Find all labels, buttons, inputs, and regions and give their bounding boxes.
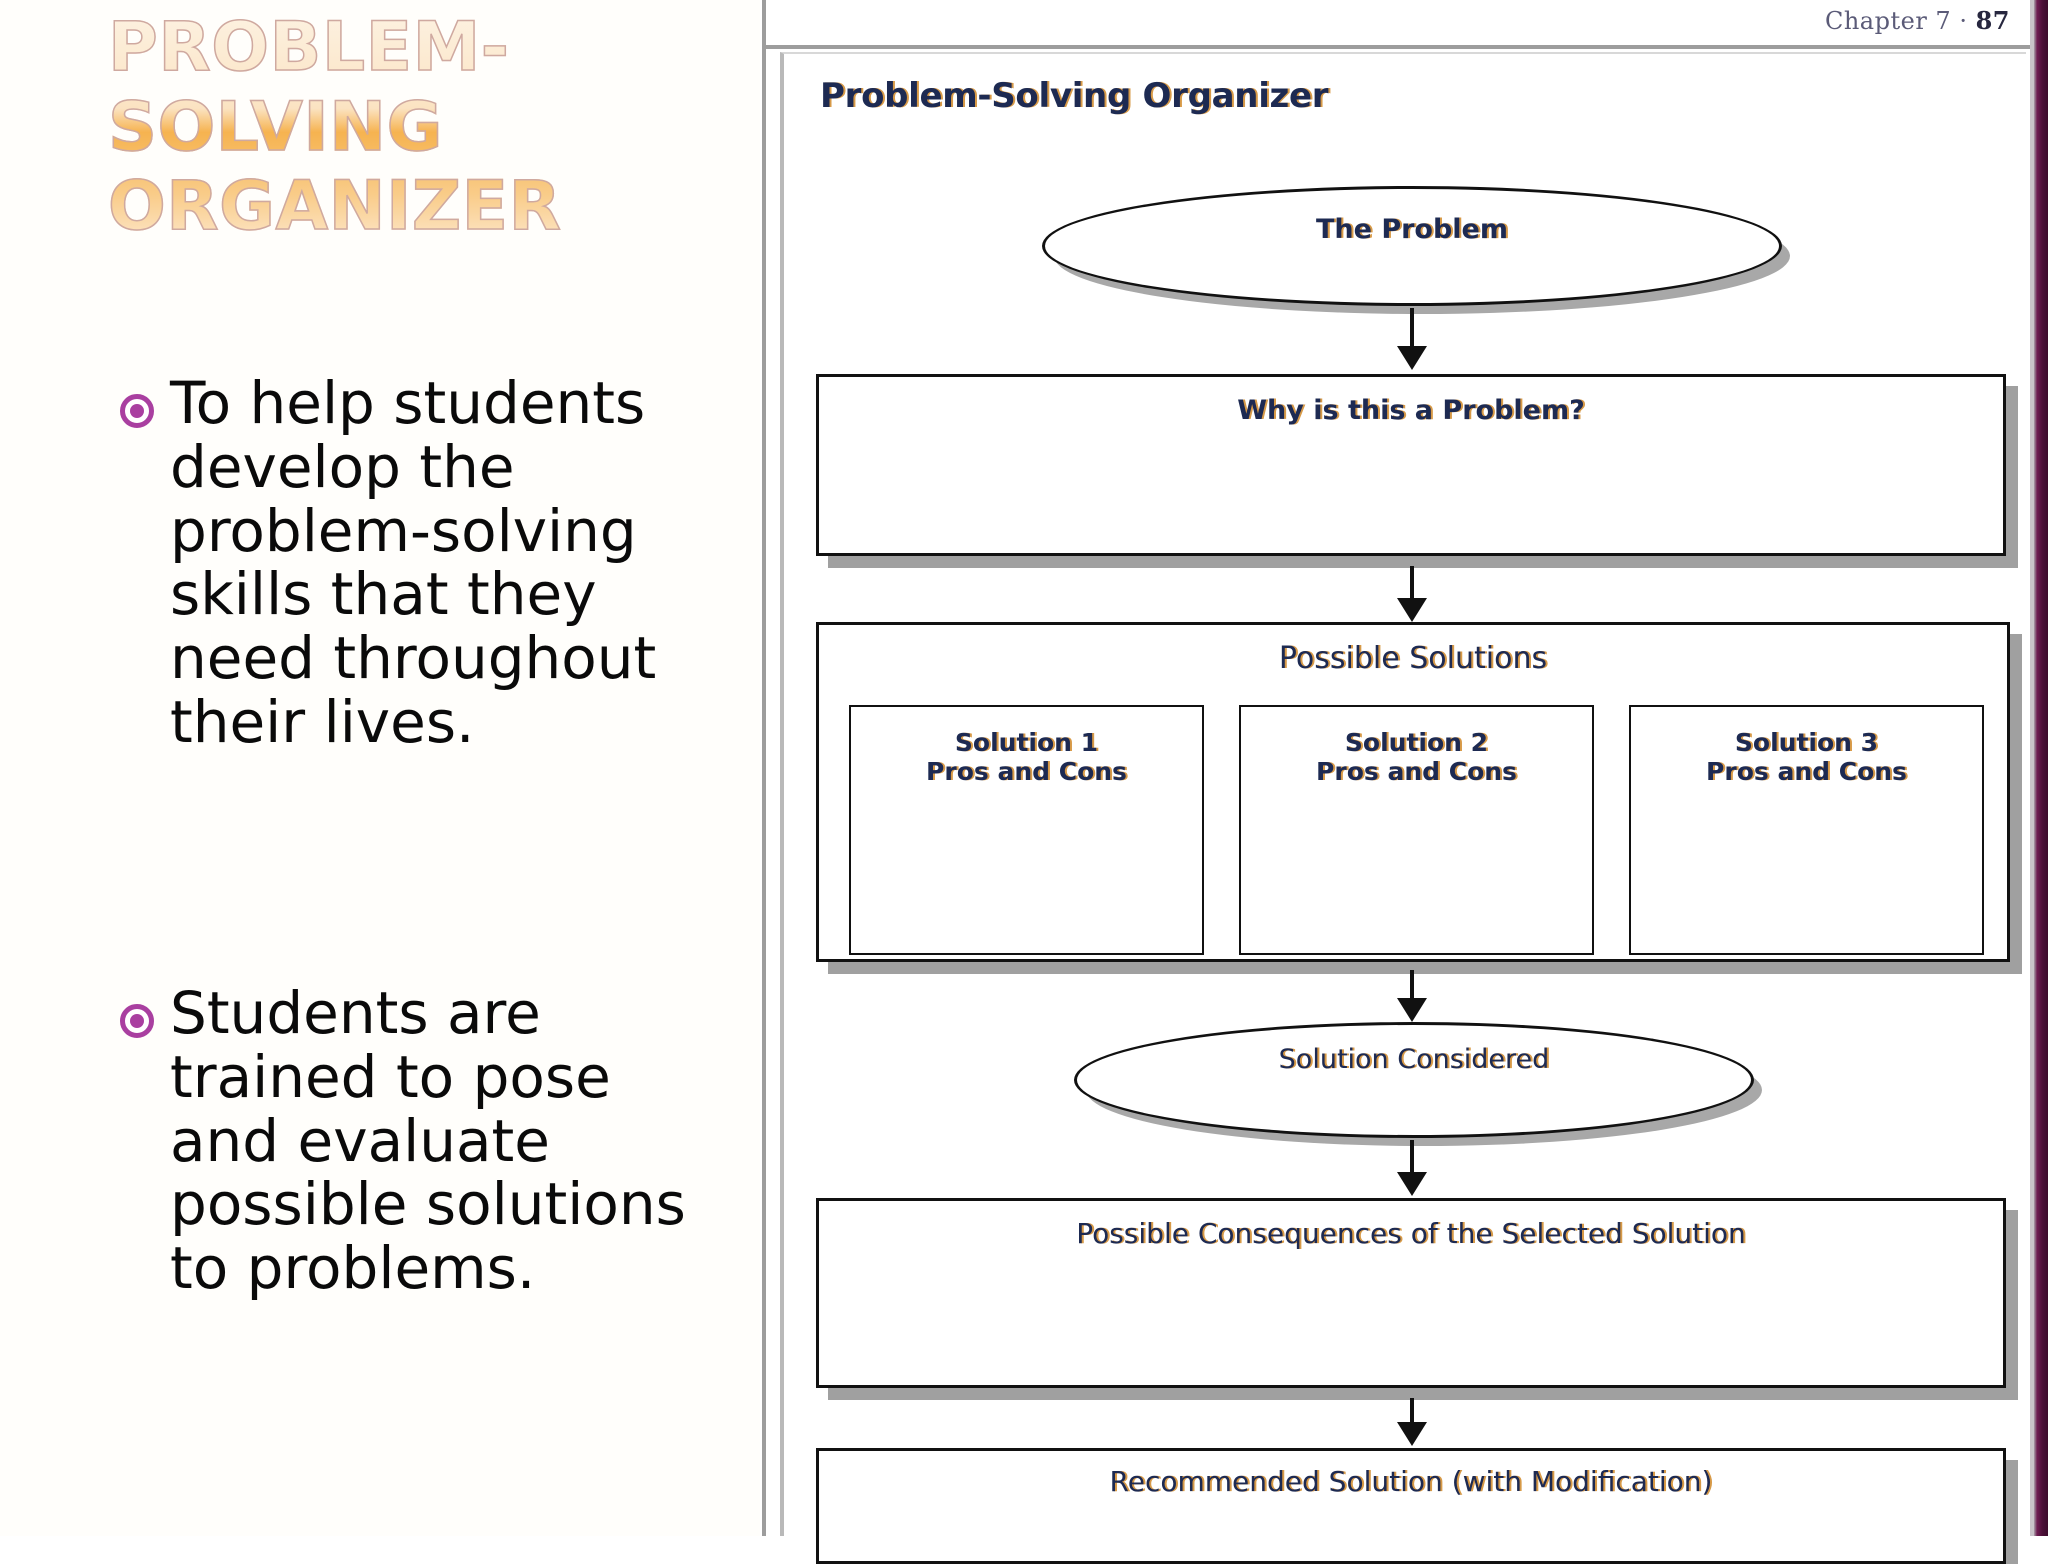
arrow-down-icon: [1410, 1398, 1414, 1426]
bullet-text: To help students develop the problem-sol…: [170, 369, 657, 756]
arrow-down-icon: [1410, 308, 1414, 350]
solution-sub: Pros and Cons: [926, 756, 1127, 786]
slide-left-panel: Problem-Solving Organizer To help studen…: [0, 0, 760, 1536]
node-possible-solutions-label: Possible Solutions: [1278, 641, 1548, 676]
node-the-problem: [1042, 186, 1782, 306]
node-possible-consequences: Possible Consequences of the Selected So…: [816, 1198, 2006, 1388]
node-recommended-solution: Recommended Solution (with Modification): [816, 1448, 2006, 1564]
solution-name: Solution 3: [1734, 728, 1879, 757]
node-why-problem: Why is this a Problem?: [816, 374, 2006, 556]
list-item: To help students develop the problem-sol…: [120, 369, 730, 756]
node-the-problem-label: The Problem: [1315, 214, 1509, 245]
arrow-down-icon: [1410, 970, 1414, 1002]
node-solution-2: Solution 2 Pros and Cons: [1239, 705, 1594, 955]
page-number: 87: [1975, 6, 2010, 35]
bullet-marker-icon: [120, 1004, 154, 1038]
node-possible-consequences-label: Possible Consequences of the Selected So…: [1076, 1217, 1746, 1250]
chapter-header-rule: [766, 0, 2034, 49]
node-solution-1-label: Solution 1 Pros and Cons: [851, 728, 1202, 787]
solution-name: Solution 2: [1344, 728, 1489, 757]
node-solution-2-label: Solution 2 Pros and Cons: [1241, 728, 1592, 787]
bullet-text: Students are trained to pose and evaluat…: [170, 979, 686, 1303]
node-recommended-solution-label: Recommended Solution (with Modification): [1109, 1465, 1713, 1498]
solution-sub: Pros and Cons: [1316, 756, 1517, 786]
page-edge-stripe: [2034, 0, 2048, 1536]
organizer-frame: Problem-Solving Organizer The Problem Wh…: [780, 52, 2026, 1564]
node-solution-considered: [1074, 1022, 1754, 1138]
node-solution-1: Solution 1 Pros and Cons: [849, 705, 1204, 955]
chapter-text: Chapter 7 ·: [1824, 7, 1976, 35]
node-why-problem-label: Why is this a Problem?: [1237, 395, 1585, 426]
chapter-label: Chapter 7 · 87: [1825, 6, 2010, 35]
arrow-down-icon: [1410, 566, 1414, 602]
solution-name: Solution 1: [954, 728, 1099, 757]
bullet-marker-icon: [120, 394, 154, 428]
list-item: Students are trained to pose and evaluat…: [120, 979, 730, 1303]
node-solution-considered-label: Solution Considered: [1278, 1044, 1550, 1075]
page-title: Problem-Solving Organizer: [107, 7, 748, 247]
node-solution-3: Solution 3 Pros and Cons: [1629, 705, 1984, 955]
organizer-title: Problem-Solving Organizer: [820, 76, 1329, 116]
solution-sub: Pros and Cons: [1706, 756, 1907, 786]
book-page-scan: Chapter 7 · 87 Problem-Solving Organizer…: [762, 0, 2034, 1564]
node-solution-3-label: Solution 3 Pros and Cons: [1631, 728, 1982, 787]
node-possible-solutions: Possible Solutions Solution 1 Pros and C…: [816, 622, 2010, 962]
arrow-down-icon: [1410, 1140, 1414, 1176]
page-edge-highlight: [2030, 0, 2034, 1536]
